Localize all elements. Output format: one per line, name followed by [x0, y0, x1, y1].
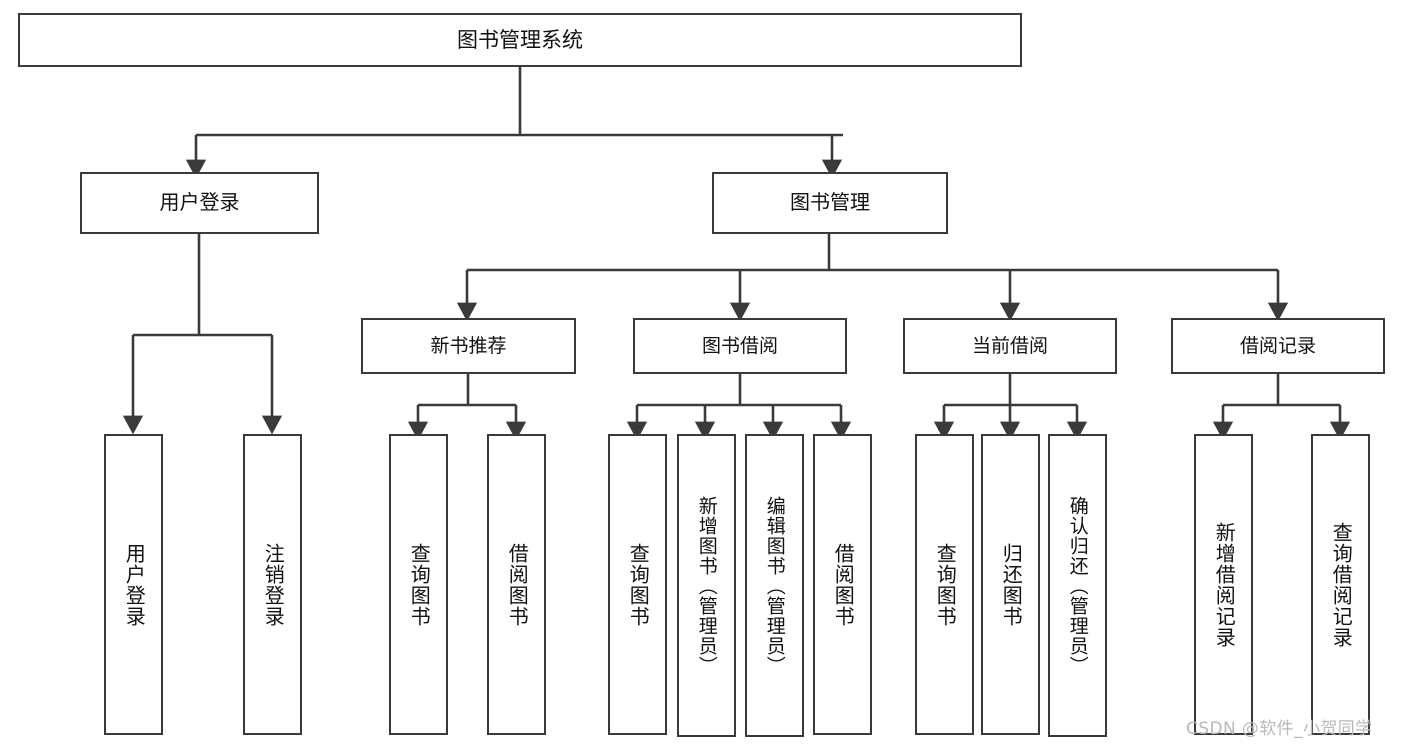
node-label: 查询图书 — [407, 542, 432, 627]
node-label: 当前借阅 — [971, 334, 1048, 357]
node-label: 图书管理 — [790, 190, 870, 215]
node-current-borrow[interactable]: 当前借阅 — [903, 318, 1117, 374]
leaf-borrow-book-recommend[interactable]: 借阅图书 — [487, 434, 546, 735]
leaf-query-book-borrow[interactable]: 查询图书 — [608, 434, 667, 735]
node-label: 确认归还（管理员） — [1066, 495, 1089, 676]
node-label: 图书借阅 — [701, 334, 778, 357]
node-label: 归还图书 — [999, 542, 1024, 627]
leaf-query-book-recommend[interactable]: 查询图书 — [389, 434, 448, 735]
node-label: 用户登录 — [159, 190, 240, 215]
leaf-query-borrow-record[interactable]: 查询借阅记录 — [1311, 434, 1370, 735]
watermark: CSDN @软件_小贺同学 — [1186, 719, 1373, 739]
leaf-add-book-admin[interactable]: 新增图书（管理员） — [677, 434, 736, 737]
node-label: 新书推荐 — [430, 334, 507, 357]
node-book-management-system[interactable]: 图书管理系统 — [18, 13, 1022, 67]
node-label: 编辑图书（管理员） — [763, 495, 786, 676]
leaf-logout[interactable]: 注销登录 — [243, 434, 302, 735]
node-new-book-recommend[interactable]: 新书推荐 — [361, 318, 576, 374]
node-label: 用户登录 — [122, 542, 147, 627]
node-label: 新增借阅记录 — [1212, 521, 1237, 648]
node-label: 查询图书 — [933, 542, 958, 627]
node-label: 图书管理系统 — [457, 27, 583, 52]
node-user-login[interactable]: 用户登录 — [80, 172, 319, 234]
node-label: 借阅图书 — [831, 542, 856, 627]
node-label: 注销登录 — [261, 542, 286, 627]
leaf-add-borrow-record[interactable]: 新增借阅记录 — [1194, 434, 1253, 735]
leaf-query-book-current[interactable]: 查询图书 — [915, 434, 974, 735]
node-label: 借阅记录 — [1239, 334, 1316, 357]
leaf-return-book[interactable]: 归还图书 — [981, 434, 1040, 735]
leaf-user-login[interactable]: 用户登录 — [104, 434, 163, 735]
node-label: 借阅图书 — [505, 542, 530, 627]
node-book-management[interactable]: 图书管理 — [712, 172, 948, 234]
node-book-borrow[interactable]: 图书借阅 — [633, 318, 847, 374]
leaf-edit-book-admin[interactable]: 编辑图书（管理员） — [745, 434, 804, 737]
node-label: 查询图书 — [626, 542, 651, 627]
node-label: 新增图书（管理员） — [695, 495, 718, 676]
leaf-confirm-return-admin[interactable]: 确认归还（管理员） — [1048, 434, 1107, 737]
node-borrow-record[interactable]: 借阅记录 — [1171, 318, 1385, 374]
leaf-borrow-book[interactable]: 借阅图书 — [813, 434, 872, 735]
node-label: 查询借阅记录 — [1329, 521, 1354, 648]
